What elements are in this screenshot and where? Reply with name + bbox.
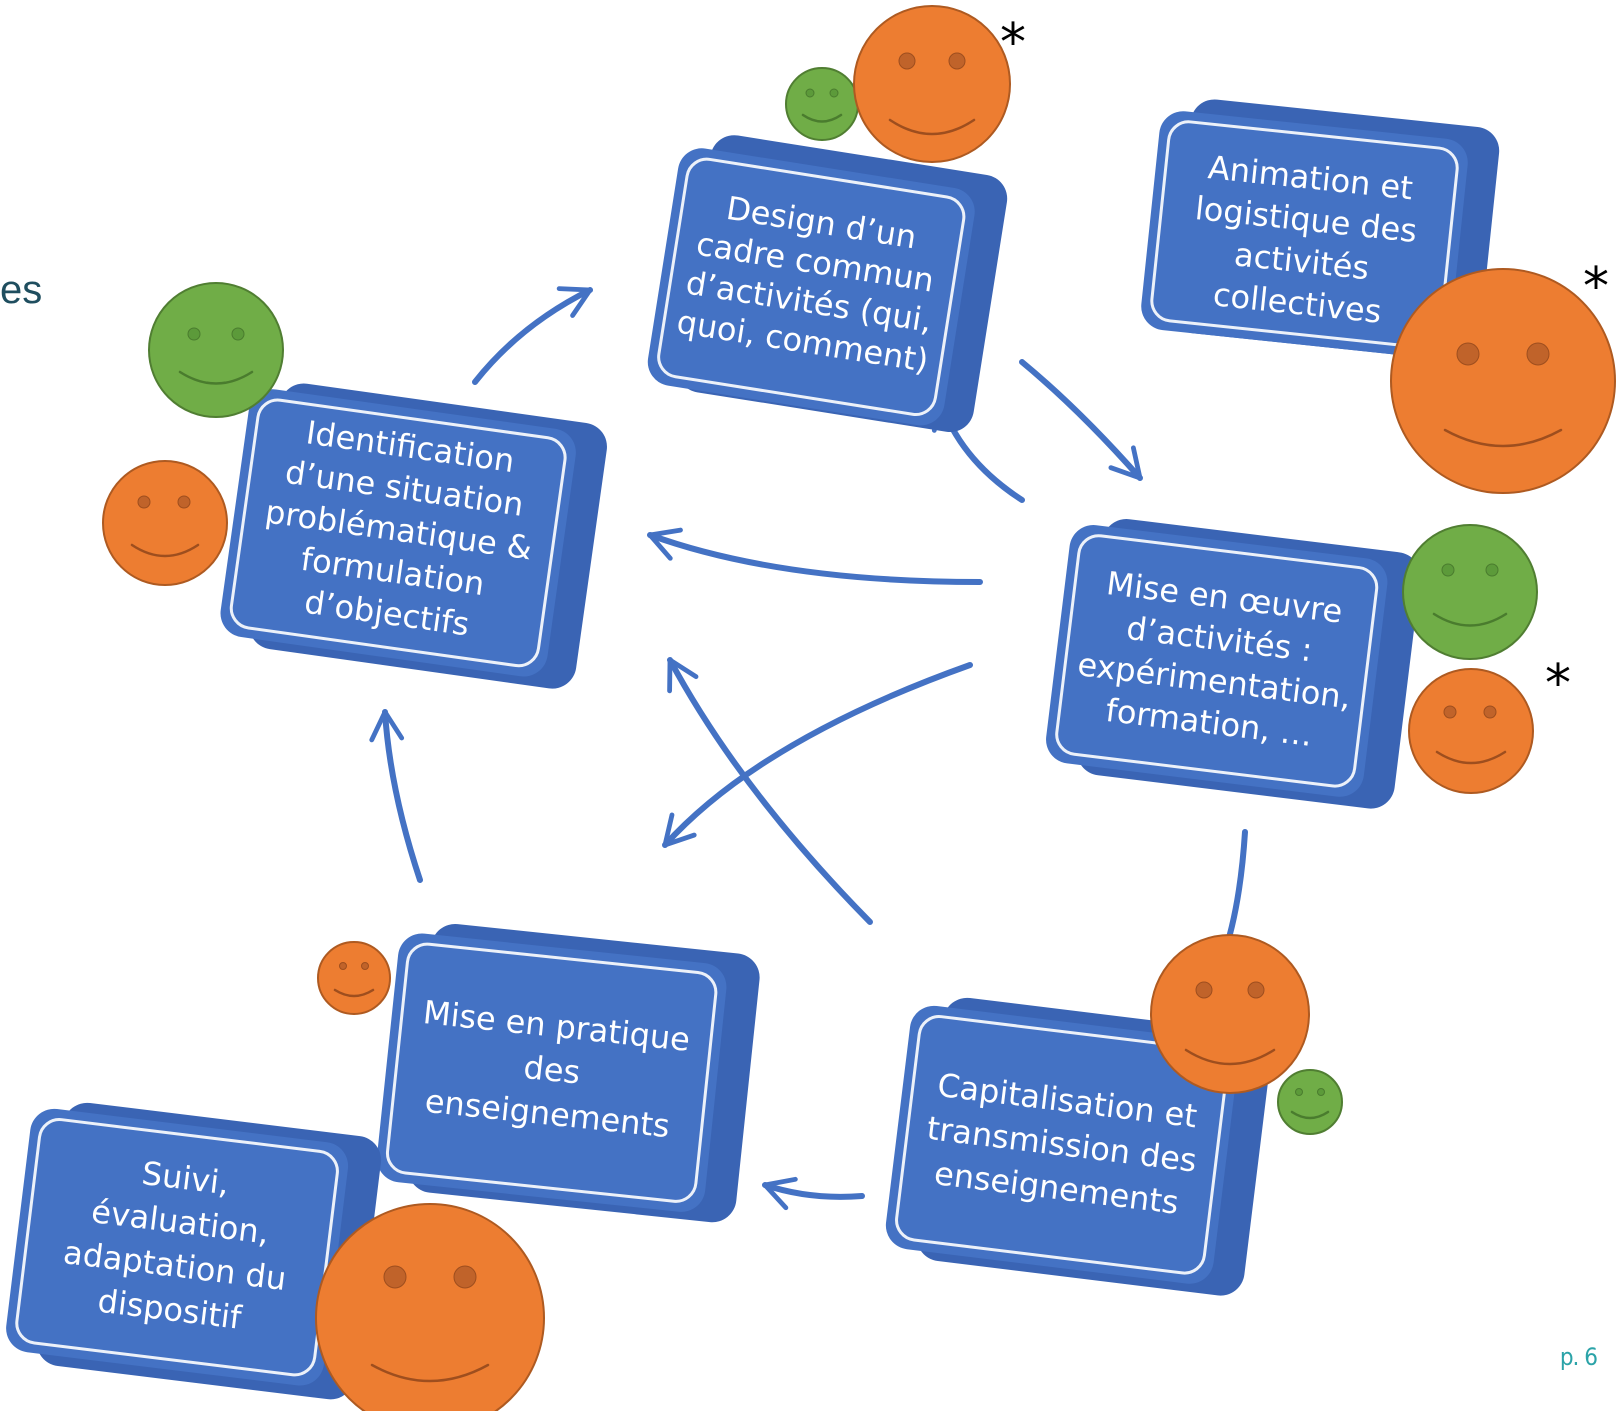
box-pratique: Mise en pratique des enseignements [376,923,760,1223]
arrow-capitalisation-to-pratique [762,1176,865,1211]
asterisk-animation: * [1583,257,1609,317]
smiley-orange-icon [1408,668,1534,794]
smiley-orange-large-icon [1390,268,1616,494]
smiley-green-icon [1402,524,1538,660]
smiley-green-small-icon [785,67,859,141]
box-design: Design d’un cadre commun d’activités (qu… [647,135,1008,433]
box-mise-oeuvre: Mise en œuvre d’activités : expérimentat… [1046,519,1421,809]
smiley-orange-icon [1150,934,1310,1094]
page-number: p. 6 [1559,1343,1598,1371]
arrow-capitalisation-to-identification [667,657,873,925]
smiley-orange-large-icon [315,1203,545,1411]
arrow-mise-oeuvre-to-identification [647,527,983,585]
asterisk-mise-oeuvre: * [1545,654,1571,714]
smiley-green-icon [148,282,284,418]
smiley-faces [102,5,1616,1411]
arrow-pratique-to-identification [369,709,423,883]
arrow-mise-oeuvre-to-pratique [662,662,973,848]
box-animation: Animation et logistique des activités co… [1141,99,1500,361]
box-pratique-line-2: des [522,1048,582,1092]
smiley-green-small-icon [1277,1069,1343,1135]
smiley-orange-icon [102,460,228,586]
arrow-identification-to-design [472,286,593,385]
smiley-orange-icon [853,5,1011,163]
asterisk-design: * [1000,13,1026,73]
smiley-orange-small-icon [317,941,391,1015]
cropped-text-fragment: es [0,268,43,312]
arrows [369,286,1248,1211]
box-suivi: Suivi, évaluation, adaptation du disposi… [6,1102,382,1400]
arrow-design-to-mise-oeuvre [1019,359,1143,481]
box-identification: Identification d’une situation problémat… [220,383,607,689]
